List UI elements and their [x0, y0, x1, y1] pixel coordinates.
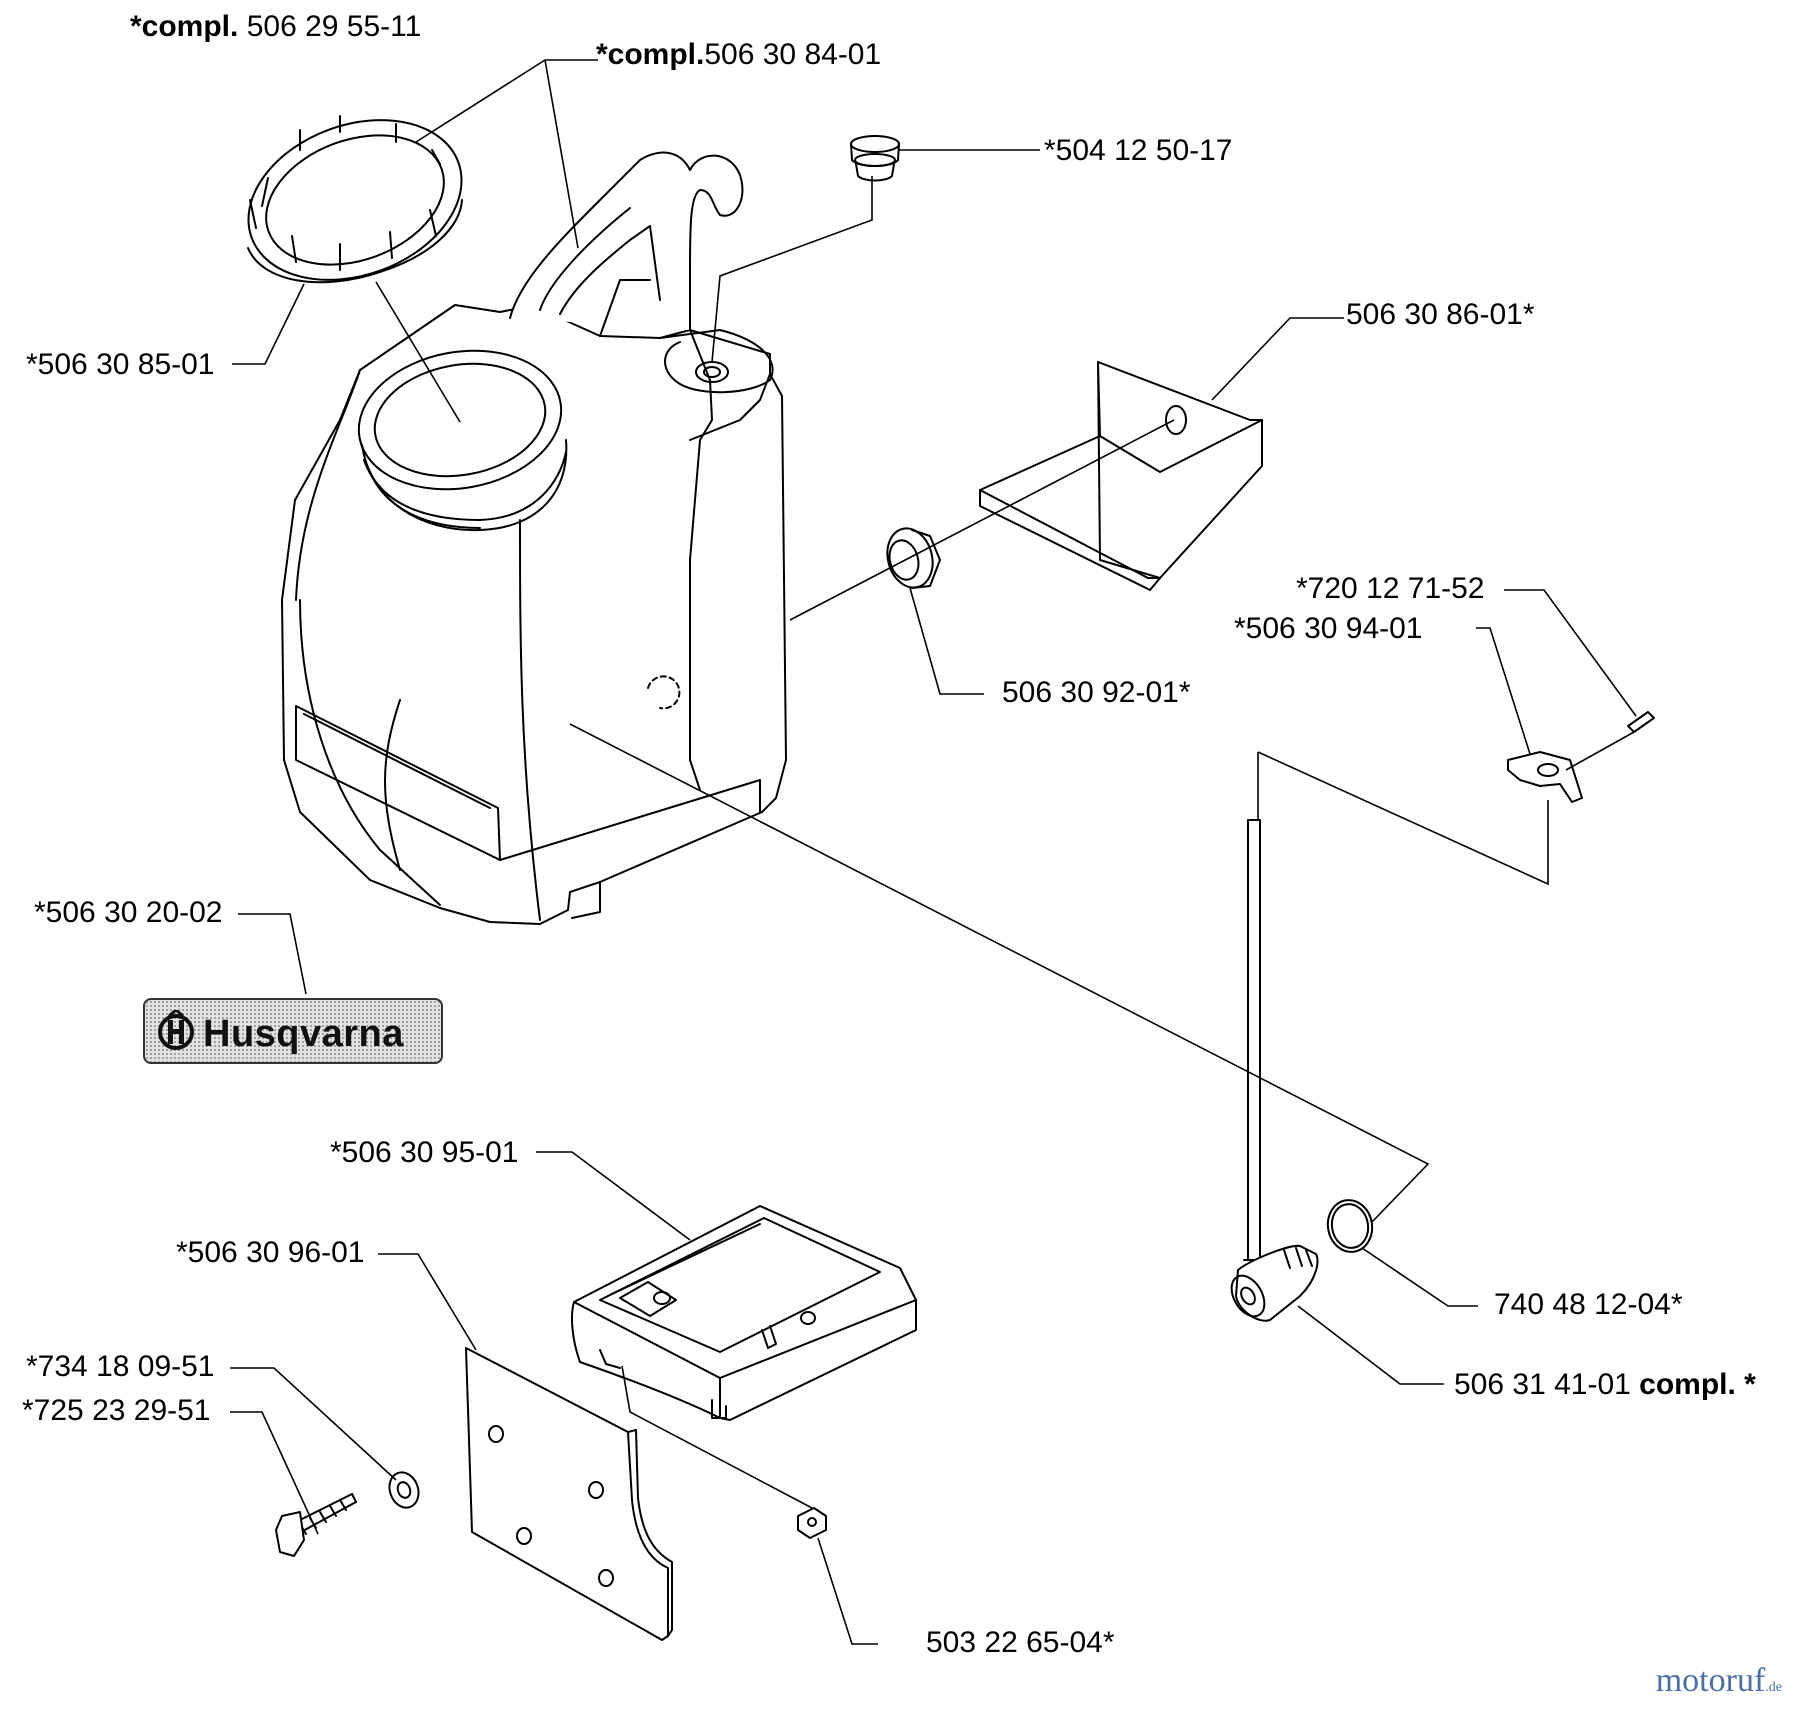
label-compl-506-30-84-01: *compl.506 30 84-01 [596, 40, 881, 70]
label-suffix: compl. * [1639, 1368, 1756, 1401]
o-ring [1326, 1199, 1374, 1253]
label-number: 506 29 55-11 [238, 10, 422, 43]
label-prefix: *compl. [596, 38, 705, 71]
grommet [850, 135, 900, 182]
label-506-31-41-01-compl: 506 31 41-01 compl. * [1454, 1370, 1756, 1400]
square-nut [797, 1507, 827, 1539]
label-506-30-85-01: *506 30 85-01 [26, 348, 215, 381]
screw [275, 1493, 357, 1557]
label-725-23-29-51: *725 23 29-51 [22, 1394, 211, 1427]
bracket [979, 361, 1263, 591]
label-504-12-50-17: *504 12 50-17 [1044, 134, 1233, 167]
husqvarna-logo-text: Husqvarna [203, 1013, 404, 1055]
pin [1627, 711, 1655, 733]
filter-box [571, 1205, 917, 1421]
watermark: motoruf.de [1656, 1662, 1782, 1700]
watermark-text: motoruf [1655, 1662, 1766, 1699]
pickup-tube [1230, 819, 1319, 1322]
tank-body [281, 151, 787, 925]
plate [465, 1347, 673, 1641]
label-prefix: *compl. [130, 10, 239, 43]
husqvarna-logo-icon [158, 1010, 194, 1050]
husqvarna-decal: Husqvarna [143, 998, 443, 1064]
cap [247, 115, 463, 284]
watermark-domain: .de [1765, 1680, 1782, 1695]
clip [1507, 751, 1583, 803]
label-506-30-92-01: 506 30 92-01* [1002, 676, 1191, 709]
label-734-18-09-51: *734 18 09-51 [26, 1350, 215, 1383]
label-compl-506-29-55-11: *compl. 506 29 55-11 [130, 12, 421, 42]
leader-lines [230, 59, 1637, 1645]
label-740-48-12-04: 740 48 12-04* [1494, 1288, 1683, 1321]
washer [388, 1471, 420, 1509]
label-506-30-94-01: *506 30 94-01 [1234, 612, 1423, 645]
label-506-30-86-01: 506 30 86-01* [1346, 298, 1535, 331]
label-720-12-71-52: *720 12 71-52 [1296, 572, 1485, 605]
label-506-30-20-02: *506 30 20-02 [34, 896, 223, 929]
label-number: 506 31 41-01 [1454, 1368, 1640, 1401]
label-506-30-95-01: *506 30 95-01 [330, 1136, 519, 1169]
label-506-30-96-01: *506 30 96-01 [176, 1236, 365, 1269]
label-503-22-65-04: 503 22 65-04* [926, 1626, 1115, 1659]
label-number: 506 30 84-01 [704, 38, 882, 71]
